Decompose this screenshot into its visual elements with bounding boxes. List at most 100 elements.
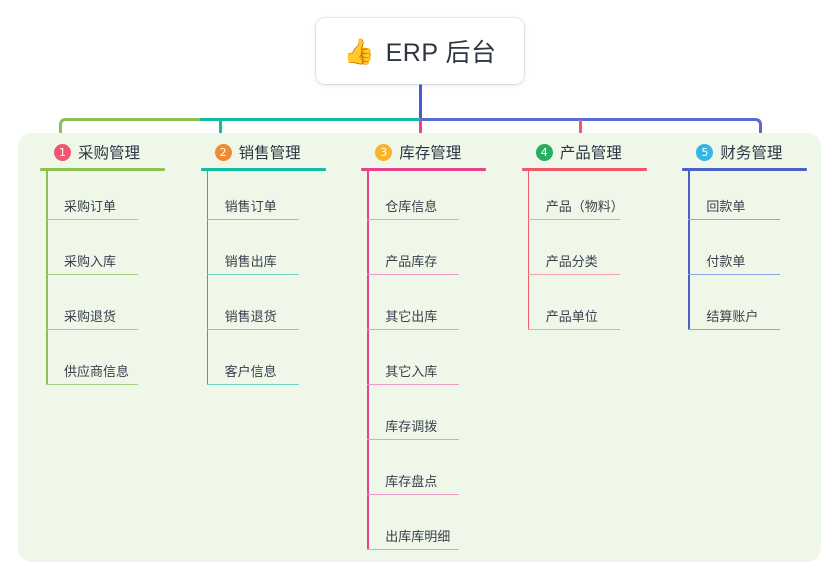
item-rule bbox=[206, 383, 299, 385]
branch-column-1: 1 采购管理 采购订单 采购入库 采购退货 供应 bbox=[18, 133, 179, 562]
list-item[interactable]: 产品（物料） bbox=[522, 171, 661, 226]
item-rule bbox=[46, 218, 138, 220]
branch-spine-5 bbox=[688, 171, 690, 330]
list-item[interactable]: 结算账户 bbox=[682, 281, 821, 336]
item-label: 库存调拨 bbox=[385, 419, 438, 434]
item-label: 付款单 bbox=[706, 254, 746, 269]
branch-title-3: 库存管理 bbox=[399, 145, 462, 162]
item-rule bbox=[206, 273, 299, 275]
item-rule bbox=[46, 328, 138, 330]
branch-header-rule-5 bbox=[682, 168, 808, 171]
branch-items-2: 销售订单 销售出库 销售退货 客户信息 bbox=[201, 171, 340, 391]
item-label: 产品分类 bbox=[545, 254, 598, 269]
branches-panel bbox=[18, 133, 821, 562]
list-item[interactable]: 仓库信息 bbox=[361, 171, 500, 226]
branch-number-badge-2: 2 bbox=[214, 143, 232, 161]
branch-items-3: 仓库信息 产品库存 其它出库 其它入库 库存调拨 bbox=[361, 171, 500, 556]
list-item[interactable]: 采购订单 bbox=[40, 171, 179, 226]
item-rule bbox=[367, 273, 460, 275]
root-node-label: ERP 后台 bbox=[385, 39, 497, 67]
item-rule bbox=[46, 383, 138, 385]
branch-number-badge-1: 1 bbox=[54, 143, 71, 161]
branch-spine-4 bbox=[527, 171, 530, 330]
item-rule bbox=[527, 273, 620, 275]
branch-items-1: 采购订单 采购入库 采购退货 供应商信息 bbox=[40, 171, 179, 391]
list-item[interactable]: 付款单 bbox=[682, 226, 821, 281]
branch-number-badge-5: 5 bbox=[696, 143, 714, 161]
item-label: 仓库信息 bbox=[385, 199, 438, 214]
list-item[interactable]: 销售订单 bbox=[201, 171, 340, 226]
list-item[interactable]: 回款单 bbox=[682, 171, 821, 226]
item-rule bbox=[46, 273, 138, 275]
list-item[interactable]: 销售退货 bbox=[201, 281, 340, 336]
branch-items-5: 回款单 付款单 结算账户 bbox=[682, 171, 821, 336]
item-label: 采购入库 bbox=[64, 254, 117, 269]
item-rule bbox=[206, 218, 299, 220]
branch-title-4: 产品管理 bbox=[559, 145, 622, 162]
item-label: 其它入库 bbox=[385, 364, 438, 379]
item-label: 结算账户 bbox=[706, 309, 759, 324]
list-item[interactable]: 产品分类 bbox=[522, 226, 661, 281]
item-label: 销售出库 bbox=[224, 254, 277, 269]
list-item[interactable]: 采购入库 bbox=[40, 226, 179, 281]
branch-header-1[interactable]: 1 采购管理 bbox=[40, 133, 179, 171]
list-item[interactable]: 采购退货 bbox=[40, 281, 179, 336]
item-label: 库存盘点 bbox=[385, 474, 438, 489]
list-item[interactable]: 库存盘点 bbox=[361, 446, 500, 501]
item-label: 其它出库 bbox=[385, 309, 438, 324]
item-rule bbox=[367, 548, 460, 550]
branch-number-badge-3: 3 bbox=[375, 143, 393, 161]
item-rule bbox=[688, 328, 781, 330]
root-node[interactable]: 👍 ERP 后台 bbox=[316, 18, 524, 84]
branch-spine-1 bbox=[46, 171, 48, 385]
branch-header-rule-1 bbox=[40, 168, 165, 171]
list-item[interactable]: 库存调拨 bbox=[361, 391, 500, 446]
item-rule bbox=[367, 493, 460, 495]
branch-header-4[interactable]: 4 产品管理 bbox=[521, 133, 661, 171]
item-rule bbox=[367, 218, 460, 220]
branch-header-rule-3 bbox=[361, 168, 487, 171]
item-label: 销售订单 bbox=[224, 199, 277, 214]
item-label: 产品库存 bbox=[385, 254, 438, 269]
list-item[interactable]: 其它出库 bbox=[361, 281, 500, 336]
branch-columns: 1 采购管理 采购订单 采购入库 采购退货 供应 bbox=[18, 133, 821, 562]
list-item[interactable]: 客户信息 bbox=[201, 336, 340, 391]
branch-header-5[interactable]: 5 财务管理 bbox=[682, 133, 821, 171]
item-label: 销售退货 bbox=[224, 309, 277, 324]
list-item[interactable]: 供应商信息 bbox=[40, 336, 179, 391]
branch-title-5: 财务管理 bbox=[720, 145, 783, 162]
branch-header-rule-4 bbox=[521, 168, 647, 171]
branch-column-5: 5 财务管理 回款单 付款单 结算账户 bbox=[660, 133, 821, 562]
list-item[interactable]: 其它入库 bbox=[361, 336, 500, 391]
item-label: 出库库明细 bbox=[385, 529, 451, 544]
branch-column-3: 3 库存管理 仓库信息 产品库存 其它出库 其它 bbox=[339, 133, 500, 562]
branch-column-4: 4 产品管理 产品（物料） 产品分类 产品单位 bbox=[500, 133, 661, 562]
list-item[interactable]: 产品库存 bbox=[361, 226, 500, 281]
branch-spine-2 bbox=[206, 171, 209, 385]
list-item[interactable]: 产品单位 bbox=[522, 281, 661, 336]
branch-header-rule-2 bbox=[200, 168, 326, 171]
branch-header-3[interactable]: 3 库存管理 bbox=[361, 133, 500, 171]
branch-column-2: 2 销售管理 销售订单 销售出库 销售退货 客户 bbox=[179, 133, 340, 562]
thumbs-up-icon: 👍 bbox=[343, 37, 375, 66]
item-rule bbox=[206, 328, 299, 330]
branch-title-1: 采购管理 bbox=[78, 145, 141, 162]
list-item[interactable]: 出库库明细 bbox=[361, 501, 500, 556]
list-item[interactable]: 销售出库 bbox=[201, 226, 340, 281]
item-rule bbox=[688, 273, 781, 275]
item-rule bbox=[367, 438, 460, 440]
item-label: 采购订单 bbox=[64, 199, 117, 214]
item-rule bbox=[527, 328, 620, 330]
item-label: 回款单 bbox=[706, 199, 746, 214]
item-rule bbox=[367, 328, 460, 330]
branch-spine-3 bbox=[367, 171, 369, 550]
item-rule bbox=[527, 218, 620, 220]
item-label: 产品（物料） bbox=[545, 199, 624, 214]
item-rule bbox=[688, 218, 781, 220]
branch-title-2: 销售管理 bbox=[238, 145, 301, 162]
branch-items-4: 产品（物料） 产品分类 产品单位 bbox=[522, 171, 661, 336]
item-label: 客户信息 bbox=[224, 364, 277, 379]
branch-header-2[interactable]: 2 销售管理 bbox=[200, 133, 340, 171]
item-label: 供应商信息 bbox=[64, 364, 130, 379]
